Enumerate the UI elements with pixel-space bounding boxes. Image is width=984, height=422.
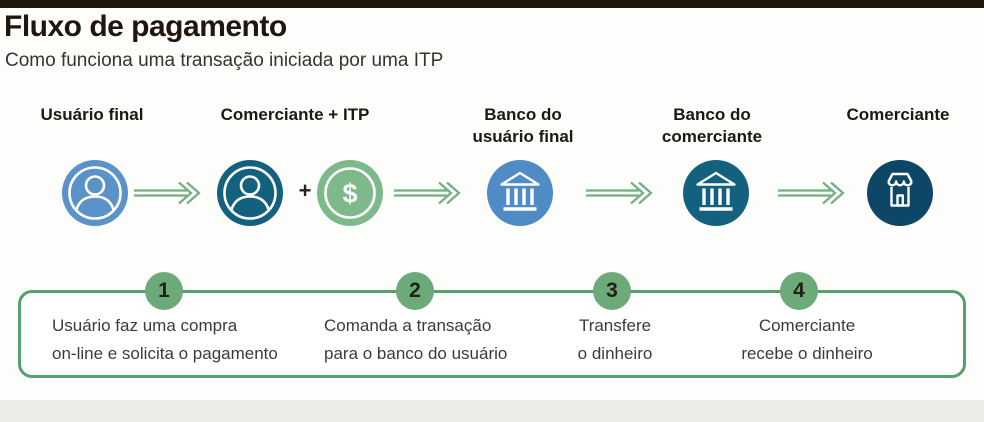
step-badge-3: 3 xyxy=(593,272,631,310)
step-number: 2 xyxy=(409,279,421,302)
step-text-1: Usuário faz uma compra on-line e solicit… xyxy=(52,312,322,368)
column-header-merchant: Comerciante xyxy=(803,104,984,126)
column-header-line: Comerciante xyxy=(846,105,950,124)
double-line-arrow-icon xyxy=(133,179,205,207)
column-header-line: comerciante xyxy=(661,127,763,146)
column-header-line: Comerciante + ITP xyxy=(220,105,370,124)
step-text-line: on-line e solicita o pagamento xyxy=(52,344,278,363)
top-accent-bar xyxy=(0,0,984,8)
step-badge-2: 2 xyxy=(396,272,434,310)
step-badge-1: 1 xyxy=(145,272,183,310)
double-line-arrow-icon xyxy=(393,179,465,207)
step-badge-4: 4 xyxy=(780,272,818,310)
dollar-sign: $ xyxy=(342,179,357,209)
step-text-2: Comanda a transação para o banco do usuá… xyxy=(324,312,574,368)
step-text-line: Transfere xyxy=(578,316,652,335)
step-number: 1 xyxy=(158,279,170,302)
merchant-store-icon xyxy=(867,160,933,226)
end-user-bank-icon xyxy=(487,160,553,226)
column-header-line: Banco do xyxy=(484,105,562,124)
step-text-3: Transfere o dinheiro xyxy=(525,312,705,368)
step-text-line: o dinheiro xyxy=(577,344,653,363)
step-text-4: Comerciante recebe o dinheiro xyxy=(707,312,907,368)
column-header-merchant-bank: Banco do comerciante xyxy=(617,104,807,148)
end-user-icon xyxy=(62,160,128,226)
column-header-line: Usuário final xyxy=(40,105,144,124)
column-header-end-user: Usuário final xyxy=(0,104,187,126)
column-header-line: usuário final xyxy=(472,127,574,146)
step-text-line: Comerciante xyxy=(758,316,856,335)
merchant-bank-icon xyxy=(683,160,749,226)
step-number: 4 xyxy=(793,279,805,302)
plus-sign: + xyxy=(298,178,312,203)
page-subtitle: Como funciona uma transação iniciada por… xyxy=(5,50,444,71)
dollar-icon: $ xyxy=(317,160,383,226)
step-number: 3 xyxy=(606,279,618,302)
double-line-arrow-icon xyxy=(585,179,657,207)
step-text-line: Usuário faz uma compra xyxy=(52,316,238,335)
bottom-gray-strip xyxy=(0,400,984,422)
step-text-line: Comanda a transação xyxy=(324,316,492,335)
page-title: Fluxo de pagamento xyxy=(4,10,287,43)
double-line-arrow-icon xyxy=(777,179,849,207)
step-text-line: para o banco do usuário xyxy=(324,344,508,363)
merchant-itp-user-icon xyxy=(217,160,283,226)
column-header-merchant-itp: Comerciante + ITP xyxy=(200,104,390,126)
column-header-line: Banco do xyxy=(673,105,751,124)
column-header-end-user-bank: Banco do usuário final xyxy=(428,104,618,148)
step-text-line: recebe o dinheiro xyxy=(741,344,873,363)
